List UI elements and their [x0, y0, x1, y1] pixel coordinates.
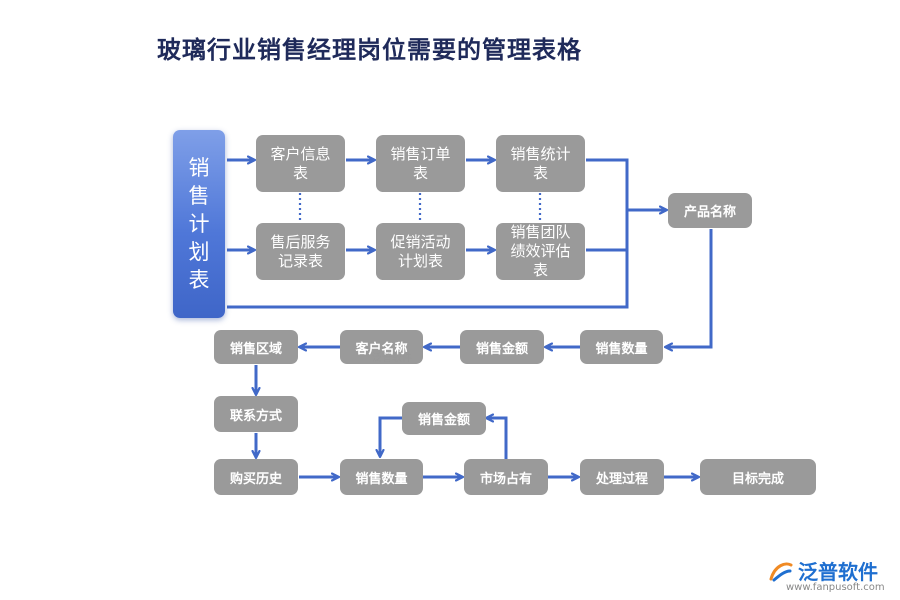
sales-amount-top-label: 销售金额: [475, 341, 528, 357]
market-share-node: 市场占有: [464, 459, 548, 495]
sales-amount-top-node: 销售金额: [460, 330, 544, 364]
customer-info-label: 客户信息表: [270, 144, 331, 182]
promotion-plan-label: 促销活动计划表: [390, 232, 451, 270]
purchase-history-label: 购买历史: [229, 471, 282, 487]
team-performance-label: 销售团队绩效评估表: [510, 223, 571, 279]
customer-info-node: 客户信息表: [256, 135, 345, 192]
sales-quantity-top-node: 销售数量: [580, 330, 663, 364]
connector-stats-to-merge: [227, 158, 629, 309]
sales-region-label: 销售区域: [229, 341, 282, 357]
product-name-node: 产品名称: [668, 193, 752, 228]
after-sales-label: 售后服务记录表: [270, 232, 331, 270]
sales-amount-bottom-label: 销售金额: [417, 413, 470, 428]
market-share-label: 市场占有: [479, 471, 532, 487]
promotion-plan-node: 促销活动计划表: [376, 223, 465, 280]
contact-info-label: 联系方式: [229, 408, 282, 424]
sales-quantity-top-label: 销售数量: [595, 341, 648, 357]
purchase-history-node: 购买历史: [214, 459, 298, 495]
brand-url: www.fanpusoft.com: [786, 582, 885, 593]
customer-name-node: 客户名称: [340, 330, 423, 364]
handling-process-node: 处理过程: [580, 459, 664, 495]
handling-process-label: 处理过程: [595, 471, 648, 487]
brand-name: 泛普软件: [798, 560, 878, 584]
sales-region-node: 销售区域: [214, 330, 298, 364]
sales-quantity-bottom-label: 销售数量: [355, 471, 408, 487]
sales-order-label: 销售订单表: [390, 144, 451, 182]
goal-completion-node: 目标完成: [700, 459, 816, 495]
sales-plan-node: 销售计划表: [173, 130, 225, 318]
diagram-title: 玻璃行业销售经理岗位需要的管理表格: [157, 36, 582, 64]
brand-logo: 泛普软件: [768, 556, 878, 585]
sales-order-node: 销售订单表: [376, 135, 465, 192]
contact-info-node: 联系方式: [214, 396, 298, 432]
brand-logo-icon: [769, 561, 793, 581]
sales-plan-label: 销售计划表: [188, 156, 210, 292]
connector-amount-to-quantity: [380, 416, 402, 456]
connector-market-to-amount: [487, 418, 508, 459]
customer-name-label: 客户名称: [355, 341, 408, 357]
sales-quantity-bottom-node: 销售数量: [340, 459, 423, 495]
goal-completion-label: 目标完成: [731, 471, 784, 487]
sales-stats-label: 销售统计表: [510, 144, 571, 182]
after-sales-node: 售后服务记录表: [256, 223, 345, 280]
team-performance-node: 销售团队绩效评估表: [496, 223, 585, 280]
sales-stats-node: 销售统计表: [496, 135, 585, 192]
sales-amount-bottom-node: 销售金额: [402, 402, 486, 435]
connector-product-name-to-quantity: [666, 229, 713, 347]
watermark: 泛普软件: [372, 353, 412, 364]
product-name-label: 产品名称: [683, 205, 736, 220]
